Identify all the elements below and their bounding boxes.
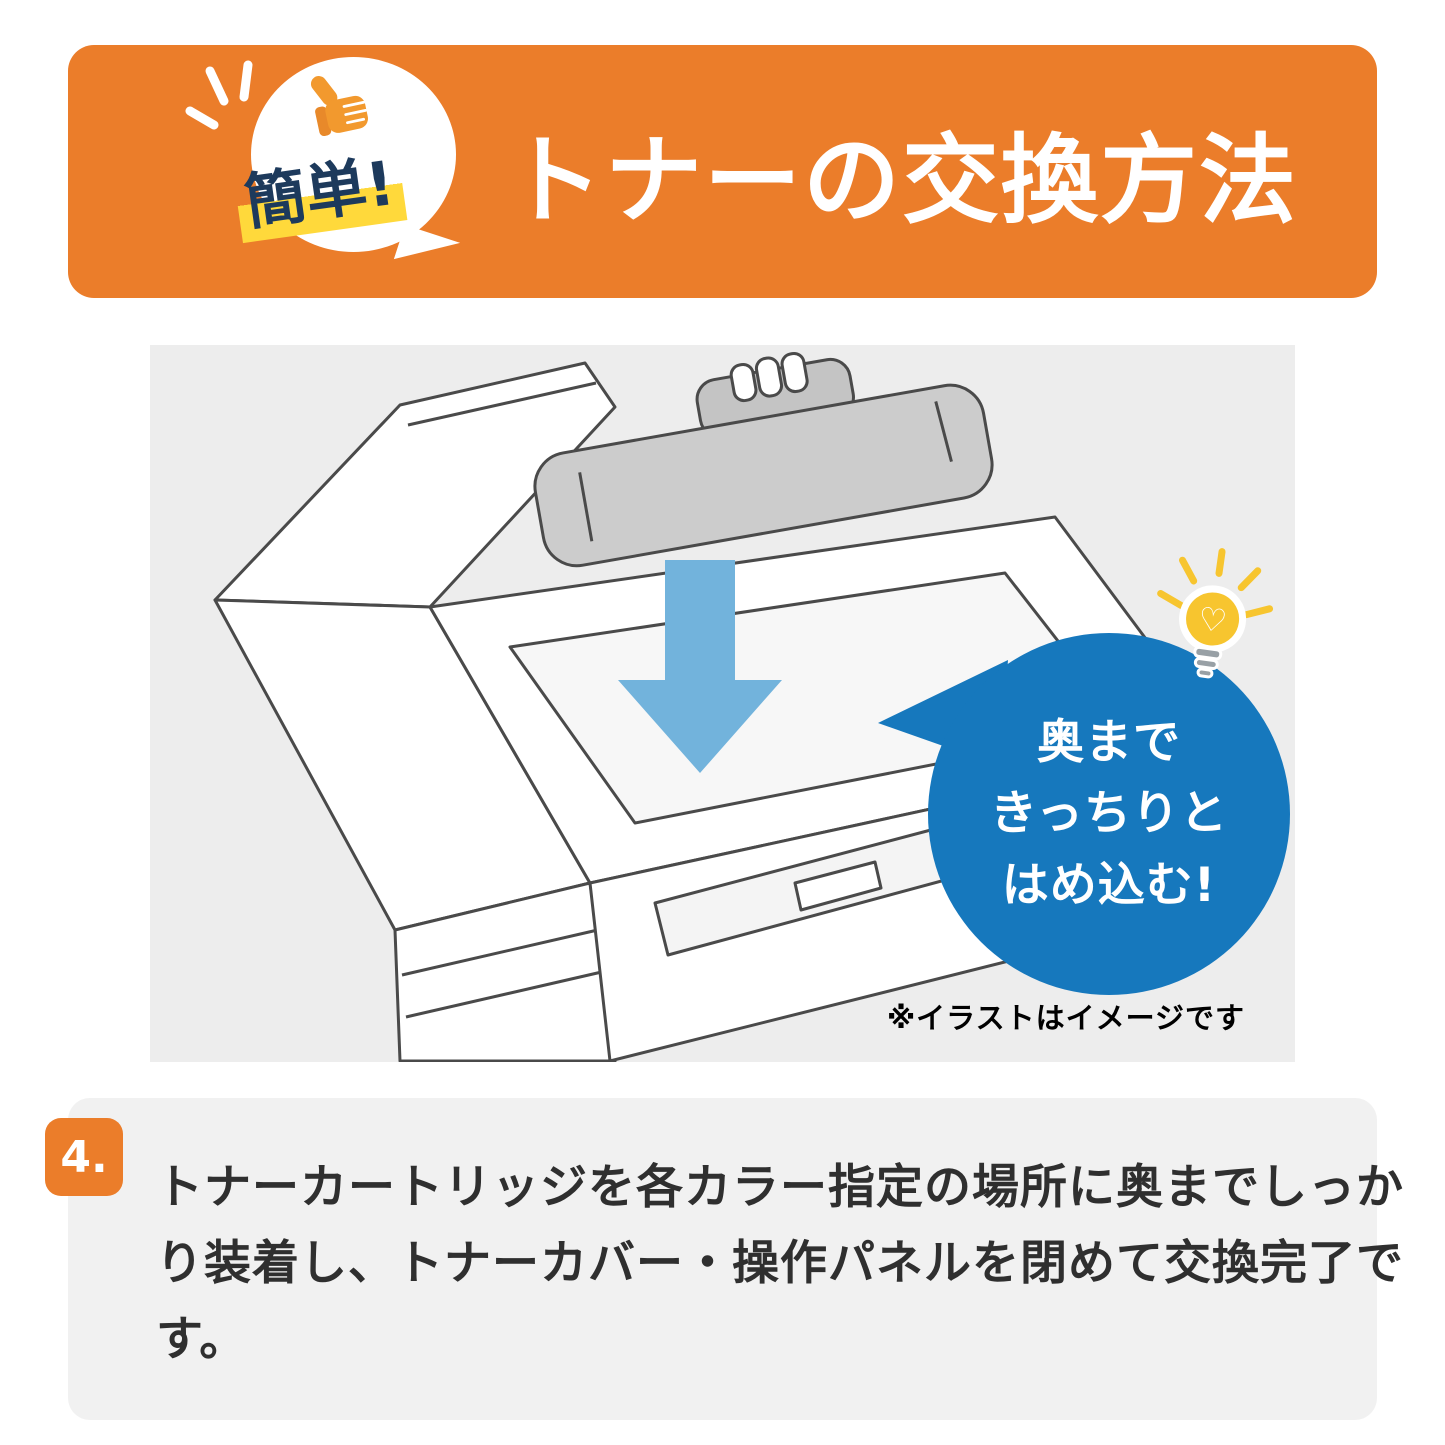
step-line-2: り装着し、トナーカバー・操作パネルを閉めて交換完了で [156,1236,1404,1292]
tip-line-2: きっちりと [989,786,1229,842]
tip-bubble: 奥まで きっちりと はめ込む! [928,633,1290,995]
lightbulb-icon: ♡ [1157,548,1274,679]
step-description: トナーカートリッジを各カラー指定の場所に奥までしっか り装着し、トナーカバー・操… [156,1150,1404,1378]
hand-fingers [729,351,809,403]
page-title: トナーの交換方法 [506,124,1298,237]
tip-line-1: 奥まで [1037,714,1181,770]
svg-text:♡: ♡ [1196,599,1230,641]
thumbs-up-icon [310,76,368,137]
printer-illustration [213,351,1242,1062]
step-line-1: トナーカートリッジを各カラー指定の場所に奥までしっか [156,1160,1404,1215]
step-line-3: す。 [156,1312,248,1368]
tip-line-3: はめ込む! [1001,857,1217,913]
step-number-badge: 4. [45,1118,123,1196]
step-panel: 4. トナーカートリッジを各カラー指定の場所に奥までしっか り装着し、トナーカバ… [45,1098,1403,1420]
burst-lines-icon [185,60,253,130]
down-arrow-icon [618,560,782,773]
header-banner: 簡単! トナーの交換方法 [68,45,1377,298]
illustration-panel: 奥まで きっちりと はめ込む! ♡ ※イラストはイメージです [150,345,1295,1062]
toner-cartridge [533,351,994,568]
illustration-note: ※イラストはイメージです [886,1001,1245,1035]
